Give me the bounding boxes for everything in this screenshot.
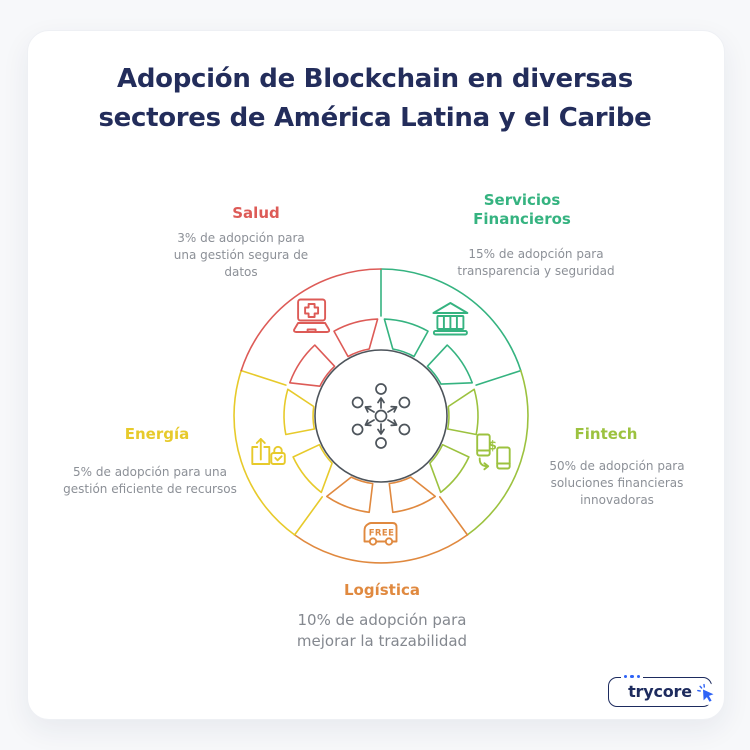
sector-description-fintech: 50% de adopción para soluciones financie… <box>549 459 685 507</box>
blockchain-sector-wheel: $ FREE <box>216 251 546 581</box>
cursor-sparkle-icon <box>696 683 718 705</box>
page-title-line2: sectores de América Latina y el Caribe <box>98 103 652 133</box>
logo-dots-icon <box>621 674 644 680</box>
sector-description-servicios-financieros: 15% de adopción para transparencia y seg… <box>457 247 615 278</box>
logo-text: trycore <box>628 681 692 701</box>
sector-segment-logistica: FREE <box>293 476 469 564</box>
sector-description-logistica: 10% de adopción para mejorar la trazabil… <box>296 611 468 650</box>
sector-segment-energia <box>233 369 333 536</box>
sector-label-fintech: Fintech <box>574 425 638 443</box>
delivery-truck-icon: FREE <box>363 522 398 546</box>
blockchain-network-icon <box>351 383 411 449</box>
sector-description-salud: 3% de adopción para una gestión segura d… <box>173 231 309 279</box>
secure-share-icon <box>251 438 286 465</box>
sector-segment-fintech: $ <box>429 369 529 536</box>
bank-icon <box>432 302 469 336</box>
trycore-logo: trycore <box>608 674 718 707</box>
sector-label-servicios-financieros: Servicios Financieros <box>473 191 571 228</box>
sector-description-energia: 5% de adopción para una gestión eficient… <box>63 465 237 496</box>
sector-label-logistica: Logística <box>344 581 420 599</box>
center-circle <box>314 349 448 483</box>
page-title: Adopción de Blockchain en diversas secto… <box>0 60 750 138</box>
mobile-payment-icon: $ <box>476 433 511 471</box>
sector-label-salud: Salud <box>232 204 280 222</box>
truck-label: FREE <box>369 529 395 539</box>
medical-laptop-icon <box>293 298 331 333</box>
page-title-line1: Adopción de Blockchain en diversas <box>117 64 633 94</box>
sector-segment-salud <box>240 268 382 387</box>
sector-label-energia: Energía <box>124 425 190 443</box>
currency-symbol: $ <box>489 439 497 453</box>
sector-segment-servicios-financieros <box>380 268 522 386</box>
